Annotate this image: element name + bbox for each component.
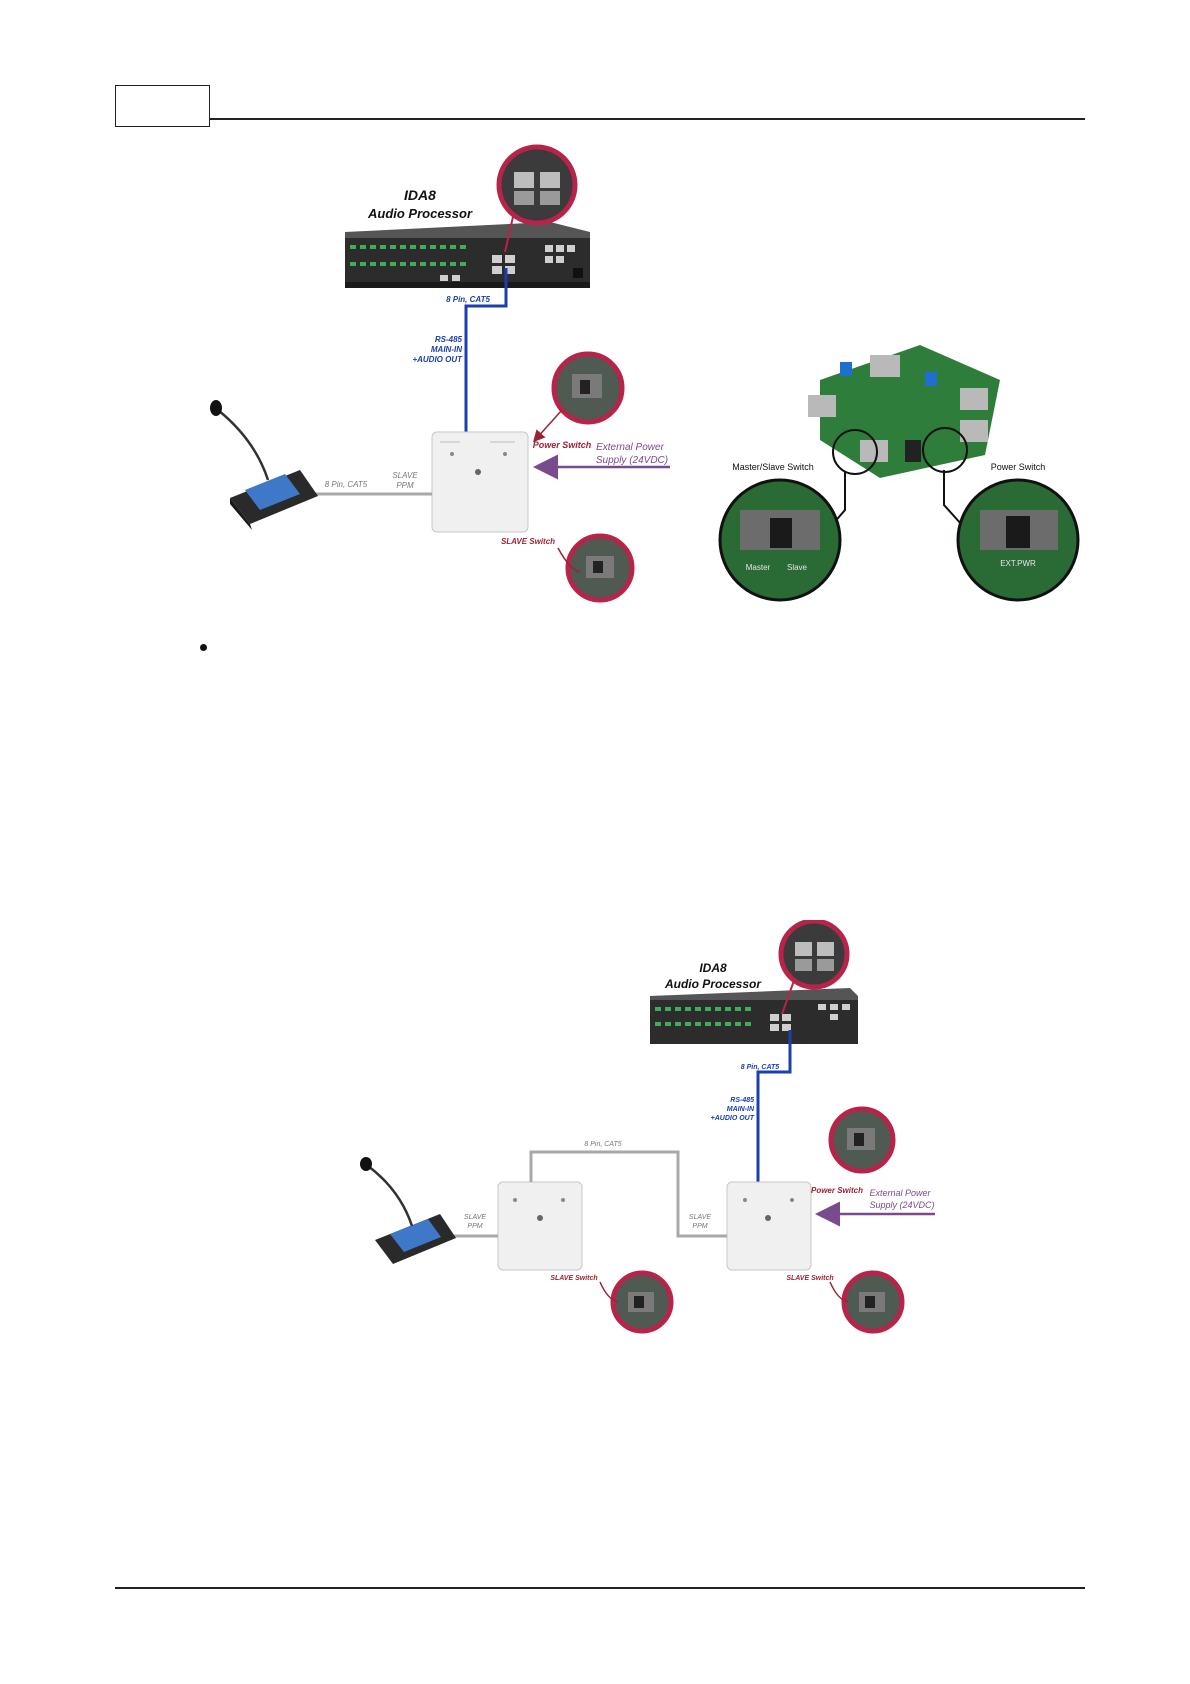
power-switch-label-2: Power Switch [811, 1186, 863, 1195]
rj45-zoom-callout-2 [778, 920, 850, 1015]
ida8-title-2: IDA8 [699, 961, 727, 975]
header-rule [210, 118, 1085, 120]
slave-switch-label-left: SLAVE Switch [550, 1275, 597, 1282]
ext-pwr-text: EXT.PWR [1000, 559, 1036, 568]
external-power-label-1: External Power [596, 442, 664, 453]
ppm-box-left [497, 1181, 583, 1271]
ida8-processor-2 [650, 988, 858, 1044]
ppm-box [431, 431, 529, 533]
ppm-box-right [726, 1181, 812, 1271]
paging-console-2 [360, 1157, 456, 1264]
diagram-daisy-chain: IDA8 Audio Processor 8 Pin, CAT5 RS-485 … [360, 920, 935, 1334]
pcb-board [808, 345, 1000, 526]
ida8-title: IDA8 [404, 187, 436, 203]
main-in-label: MAIN-IN [431, 345, 462, 354]
master-slave-zoom: Master Slave [718, 478, 842, 602]
cable-label-top-2: 8 Pin, CAT5 [741, 1064, 779, 1071]
audio-out-label-2: +AUDIO OUT [711, 1115, 755, 1122]
slave-label: SLAVE [392, 471, 418, 480]
external-power-label-2: Supply (24VDC) [596, 455, 668, 466]
ppm-label: PPM [396, 481, 414, 490]
slave-switch-label-right: SLAVE Switch [786, 1275, 833, 1282]
slave-left-label: SLAVE [464, 1214, 487, 1221]
rs485-label: RS-485 [435, 335, 463, 344]
diagram-single-ppm: IDA8 Audio Processor 8 Pin, CAT5 RS-485 … [210, 144, 1080, 603]
slave-right-label: SLAVE [689, 1214, 712, 1221]
cable-link-label: 8 Pin, CAT5 [584, 1141, 621, 1148]
slave-switch-callout [557, 533, 635, 603]
external-power-label-2a: External Power [869, 1188, 931, 1198]
rs485-label-2: RS-485 [730, 1097, 754, 1104]
master-slave-switch-label: Master/Slave Switch [732, 462, 814, 472]
external-power-label-2b: Supply (24VDC) [869, 1200, 934, 1210]
page-number-box [115, 85, 210, 127]
pcb-power-switch-label: Power Switch [991, 462, 1046, 472]
paging-console [210, 400, 318, 530]
slave-switch-label: SLAVE Switch [501, 537, 555, 546]
cable-label-side: 8 Pin, CAT5 [325, 480, 368, 489]
ida8-subtitle: Audio Processor [367, 206, 473, 221]
ppm-link-cable [529, 1150, 727, 1238]
slave-switch-callout-left [599, 1270, 674, 1334]
cable-label-top: 8 Pin, CAT5 [446, 295, 490, 304]
rj45-zoom-callout [496, 144, 578, 253]
power-switch-callout-2 [828, 1106, 896, 1174]
slave-text: Slave [787, 563, 808, 572]
footer-rule [115, 1587, 1085, 1589]
power-switch-callout [532, 351, 625, 443]
power-switch-label: Power Switch [533, 440, 592, 450]
slave-switch-callout-right [829, 1270, 905, 1334]
ida8-processor [345, 222, 590, 288]
rs485-cable-2 [756, 1030, 792, 1182]
ppm-left-label: PPM [467, 1223, 482, 1230]
ext-power-zoom: EXT.PWR [956, 478, 1080, 602]
ida8-subtitle-2: Audio Processor [664, 977, 762, 991]
bullet-point [200, 644, 207, 651]
audio-out-label: +AUDIO OUT [412, 355, 463, 364]
ppm-right-label: PPM [692, 1223, 707, 1230]
main-in-label-2: MAIN-IN [727, 1106, 755, 1113]
master-text: Master [746, 563, 771, 572]
rs485-cable [464, 268, 508, 432]
